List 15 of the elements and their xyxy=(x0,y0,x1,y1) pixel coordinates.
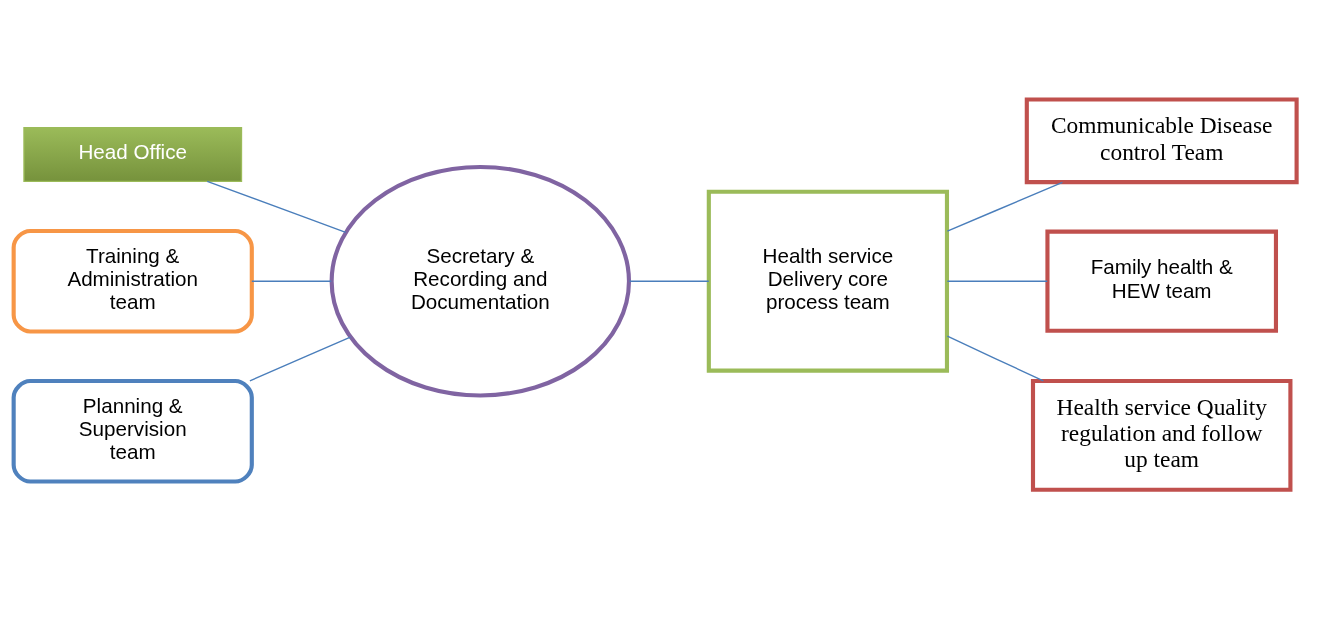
node-box: Health service Delivery core process team xyxy=(706,189,950,373)
connector xyxy=(251,280,332,282)
connector xyxy=(249,336,352,382)
node-box: Head Office xyxy=(23,127,243,183)
node-box: Family health & HEW team xyxy=(1045,229,1279,333)
connector xyxy=(628,280,710,282)
node-box: Communicable Disease control Team xyxy=(1024,97,1299,185)
node-ellipse: Secretary & Recording and Documentation xyxy=(329,164,632,398)
connector xyxy=(946,181,1064,232)
node-box: Health service Quality regulation and follow up team xyxy=(1030,378,1293,492)
connector xyxy=(206,180,347,233)
connector xyxy=(946,280,1048,282)
node-box: Planning & Supervision team xyxy=(11,378,254,484)
connector xyxy=(946,335,1045,382)
node-box: Training & Administration team xyxy=(11,228,254,334)
